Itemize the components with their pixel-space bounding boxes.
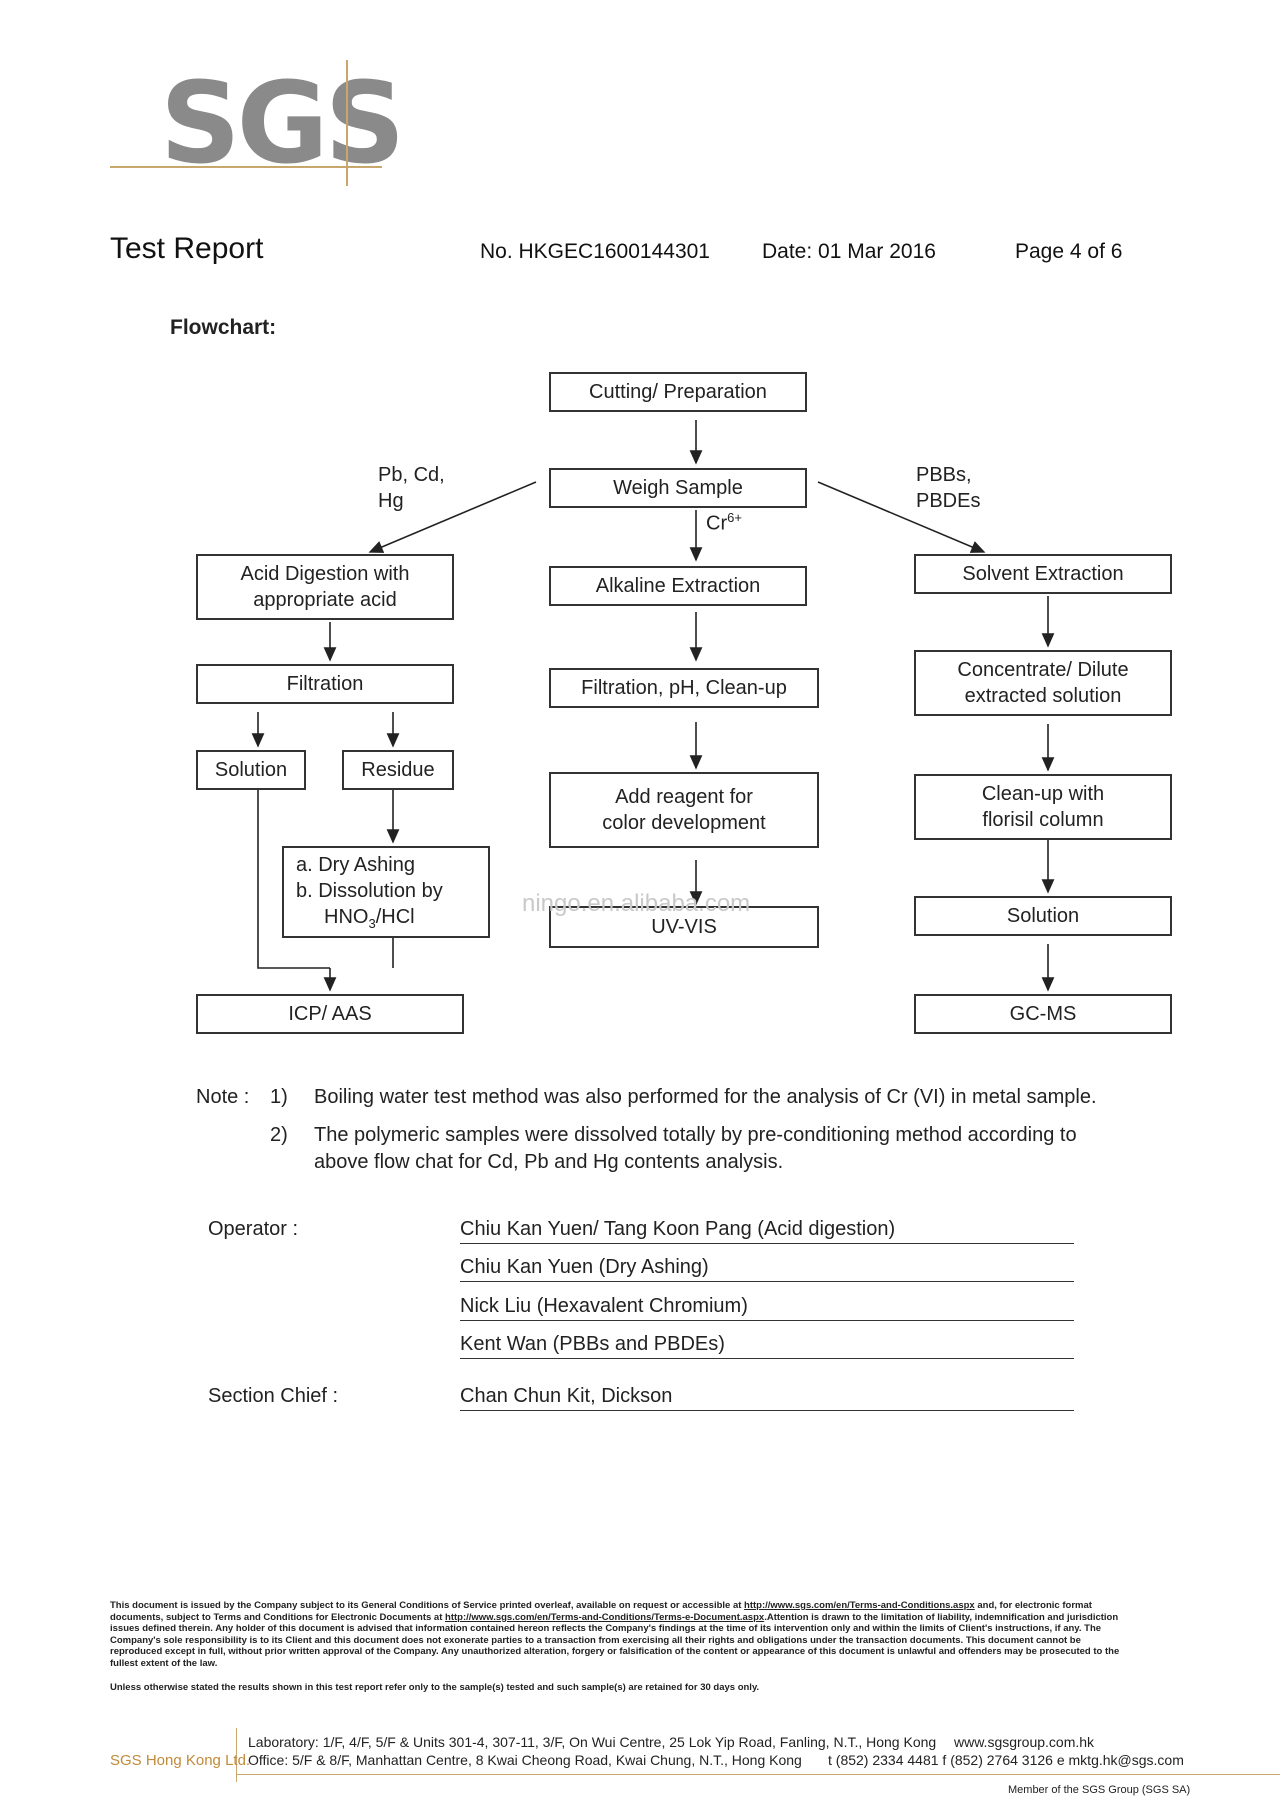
add-reagent-line1: Add reagent for <box>615 786 753 808</box>
terms-link[interactable]: http://www.sgs.com/en/Terms-and-Conditio… <box>744 1600 975 1611</box>
add-reagent-box: Add reagent for color development <box>549 772 819 848</box>
flame-retardants-label: PBBs, PBDEs <box>916 462 980 514</box>
filtration-ph-cleanup-box: Filtration, pH, Clean-up <box>549 668 819 708</box>
alkaline-extraction-box: Alkaline Extraction <box>549 566 807 606</box>
concentrate-line1: Concentrate/ Dilute <box>957 659 1129 681</box>
cleanup-line1: Clean-up with <box>981 783 1105 805</box>
footer-office: Office: 5/F & 8/F, Manhattan Centre, 8 K… <box>248 1752 802 1768</box>
flame-retardants-line2: PBDEs <box>916 490 981 512</box>
footer-contact: t (852) 2334 4481 f (852) 2764 3126 e mk… <box>828 1752 1184 1768</box>
icp-aas-box: ICP/ AAS <box>196 994 464 1034</box>
solution-box-left: Solution <box>196 750 306 790</box>
logo-underline <box>110 166 382 168</box>
metals-label-line1: Pb, Cd, <box>378 464 445 486</box>
report-title: Test Report <box>110 232 264 265</box>
note-label: Note : <box>196 1086 250 1108</box>
acid-digestion-line2: appropriate acid <box>253 589 397 611</box>
page-number: Page 4 of 6 <box>1015 240 1123 263</box>
concentrate-line2: extracted solution <box>964 685 1122 707</box>
cleanup-florisil-box: Clean-up with florisil column <box>914 774 1172 840</box>
logo-rule <box>346 60 348 186</box>
footer-laboratory: Laboratory: 1/F, 4/F, 5/F & Units 301-4,… <box>248 1734 937 1750</box>
concentrate-dilute-box: Concentrate/ Dilute extracted solution <box>914 650 1172 716</box>
note-2-number: 2) <box>270 1124 288 1146</box>
residue-box: Residue <box>342 750 454 790</box>
note-1-number: 1) <box>270 1086 288 1108</box>
cr6-label: Cr6+ <box>706 510 742 535</box>
section-chief-label: Section Chief : <box>208 1385 339 1407</box>
dry-ashing-box: a. Dry Ashing b. Dissolution by HNO3/HCl <box>282 846 490 938</box>
add-reagent-line2: color development <box>602 812 766 834</box>
footer-divider <box>236 1728 237 1782</box>
footer-member: Member of the SGS Group (SGS SA) <box>1008 1784 1191 1796</box>
disclaimer-paragraph: This document is issued by the Company s… <box>110 1600 1120 1669</box>
operator-entry: Chiu Kan Yuen/ Tang Koon Pang (Acid dige… <box>460 1218 1074 1244</box>
acid-digestion-line1: Acid Digestion with <box>240 563 410 585</box>
solvent-extraction-box: Solvent Extraction <box>914 554 1172 594</box>
report-date: Date: 01 Mar 2016 <box>762 240 936 263</box>
report-number: No. HKGEC1600144301 <box>480 240 710 263</box>
metals-label: Pb, Cd, Hg <box>378 462 445 514</box>
gc-ms-box: GC-MS <box>914 994 1172 1034</box>
dry-ashing-line-a: a. Dry Ashing <box>296 853 415 876</box>
operator-label: Operator : <box>208 1218 299 1240</box>
operator-entry: Nick Liu (Hexavalent Chromium) <box>460 1295 1074 1321</box>
watermark: ningo.en.alibaba.com <box>522 890 751 917</box>
weigh-sample-box: Weigh Sample <box>549 468 807 508</box>
flowchart-title: Flowchart: <box>170 316 277 339</box>
dry-ashing-line-b: b. Dissolution by <box>296 879 443 902</box>
solution-box-right: Solution <box>914 896 1172 936</box>
retention-notice: Unless otherwise stated the results show… <box>110 1682 760 1693</box>
flame-retardants-line1: PBBs, <box>916 464 972 486</box>
dry-ashing-line-c: HNO3/HCl <box>324 905 415 931</box>
note-2-line2: above flow chat for Cd, Pb and Hg conten… <box>314 1151 784 1173</box>
uv-vis-box: UV-VIS <box>549 906 819 948</box>
sgs-logo: SGS <box>160 59 405 189</box>
e-document-terms-link[interactable]: http://www.sgs.com/en/Terms-and-Conditio… <box>445 1611 765 1623</box>
note-2-text: The polymeric samples were dissolved tot… <box>314 1122 1077 1176</box>
cleanup-line2: florisil column <box>982 809 1104 831</box>
note-2-line1: The polymeric samples were dissolved tot… <box>314 1124 1077 1146</box>
operator-entry: Chiu Kan Yuen (Dry Ashing) <box>460 1256 1074 1282</box>
note-1-text: Boiling water test method was also perfo… <box>314 1086 1097 1108</box>
acid-digestion-box: Acid Digestion with appropriate acid <box>196 554 454 620</box>
operator-entry: Kent Wan (PBBs and PBDEs) <box>460 1333 1074 1359</box>
footer-website[interactable]: www.sgsgroup.com.hk <box>954 1734 1095 1750</box>
section-chief-name: Chan Chun Kit, Dickson <box>460 1385 1074 1411</box>
footer-brand: SGS Hong Kong Ltd. <box>110 1752 251 1769</box>
cutting-preparation-box: Cutting/ Preparation <box>549 372 807 412</box>
filtration-box: Filtration <box>196 664 454 704</box>
metals-label-line2: Hg <box>378 490 404 512</box>
footer-rule <box>236 1774 1280 1775</box>
